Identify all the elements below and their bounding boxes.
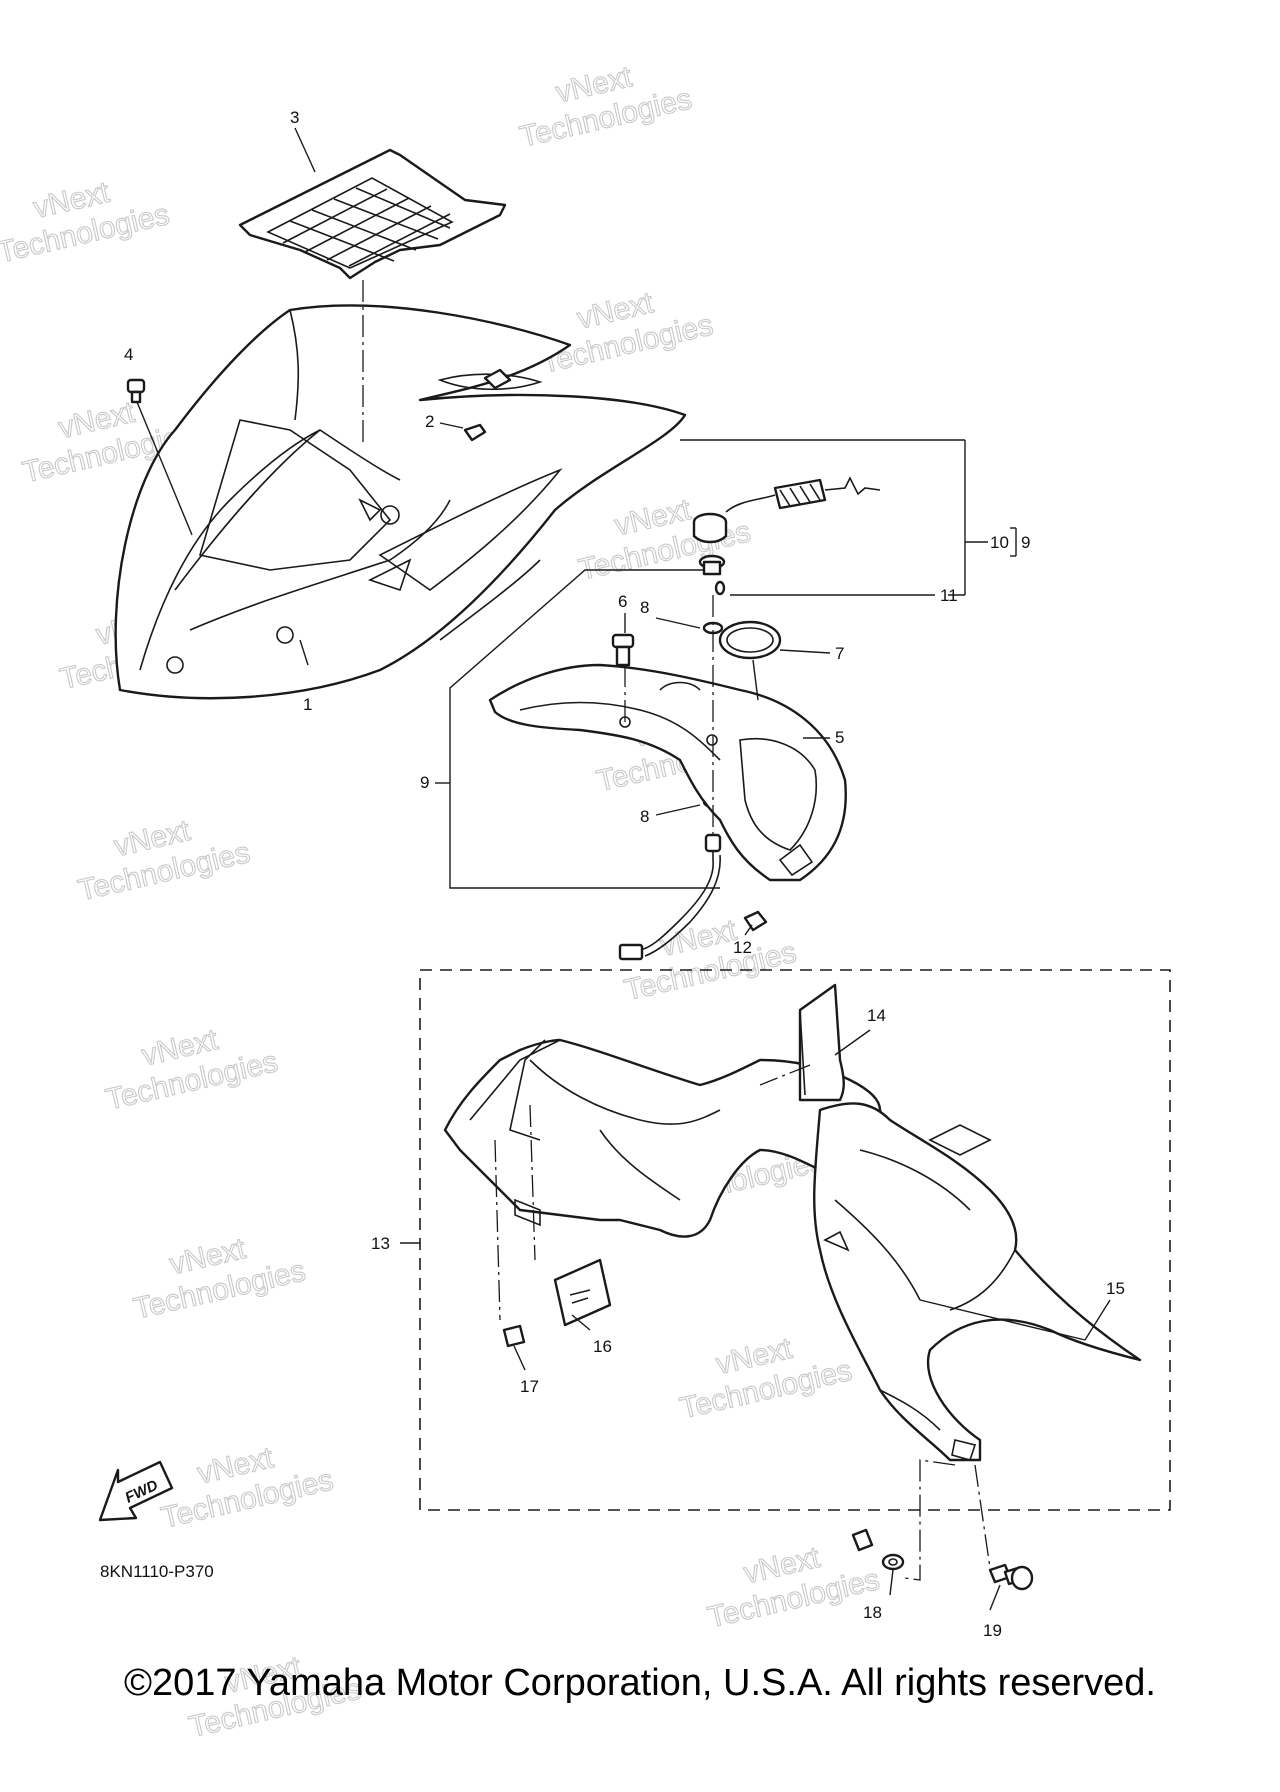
diagram-code: 8KN1110-P370 — [100, 1562, 214, 1581]
fwd-arrow-icon: FWD — [98, 1460, 174, 1522]
part-7-ring — [718, 620, 782, 660]
callout-9-right: 9 — [1021, 533, 1030, 552]
leader-lines — [136, 127, 1171, 1611]
part-18-nut — [851, 1528, 905, 1571]
callout-3: 3 — [290, 108, 299, 127]
part-9-cable — [618, 833, 722, 961]
callout-14: 14 — [867, 1006, 886, 1025]
watermark: vNext Technologies — [676, 1331, 855, 1426]
callout-5: 5 — [835, 728, 844, 747]
watermark: vNext Technologies — [102, 1022, 281, 1117]
part-19-bolt — [988, 1563, 1034, 1591]
callout-7: 7 — [835, 644, 844, 663]
part-1-front-cowl — [114, 304, 687, 700]
watermark: vNext Technologies — [158, 1441, 337, 1536]
callout-4: 4 — [124, 345, 133, 364]
callout-9-left: 9 — [420, 773, 429, 792]
watermark: vNext Technologies — [516, 60, 695, 155]
callout-8-upper: 8 — [640, 598, 649, 617]
callout-18: 18 — [863, 1603, 882, 1622]
part-2-rivet — [463, 368, 512, 442]
watermark: vNext Technologies — [74, 813, 253, 908]
part-16-decal — [553, 1258, 612, 1327]
callout-19: 19 — [983, 1621, 1002, 1640]
part-6-bolt — [611, 633, 635, 667]
part-11-pin — [698, 554, 726, 596]
callout-15: 15 — [1106, 1279, 1125, 1298]
watermark: vNext Technologies — [704, 1540, 883, 1635]
part-12-clip — [743, 910, 768, 932]
watermark: vNext Technologies — [0, 175, 173, 270]
callout-labels: 1 2 3 4 5 6 7 8 8 9 10 9 11 12 13 14 15 … — [124, 108, 1125, 1640]
part-14-fin — [798, 983, 845, 1102]
callout-17: 17 — [520, 1377, 539, 1396]
watermark: vNext Technologies — [130, 1232, 309, 1327]
part-15-tail-cowl — [813, 1102, 1142, 1462]
copyright-text: ©2017 Yamaha Motor Corporation, U.S.A. A… — [124, 1662, 1156, 1704]
part-10-cap-and-tether — [692, 476, 881, 544]
callout-12: 12 — [733, 938, 752, 957]
watermark: vNext Technologies — [538, 286, 717, 381]
part-4-screw — [126, 378, 146, 404]
callout-13: 13 — [371, 1234, 390, 1253]
part-3-grille — [238, 148, 507, 280]
callout-6: 6 — [618, 592, 627, 611]
callout-16: 16 — [593, 1337, 612, 1356]
part-13-rear-cowl — [443, 1038, 902, 1238]
callout-1: 1 — [303, 695, 312, 714]
callout-10: 10 — [990, 533, 1009, 552]
part-5-bracket — [488, 663, 847, 882]
callout-2: 2 — [425, 412, 434, 431]
part-17-label — [502, 1324, 526, 1348]
callout-11: 11 — [940, 586, 958, 605]
callout-8-lower: 8 — [640, 807, 649, 826]
